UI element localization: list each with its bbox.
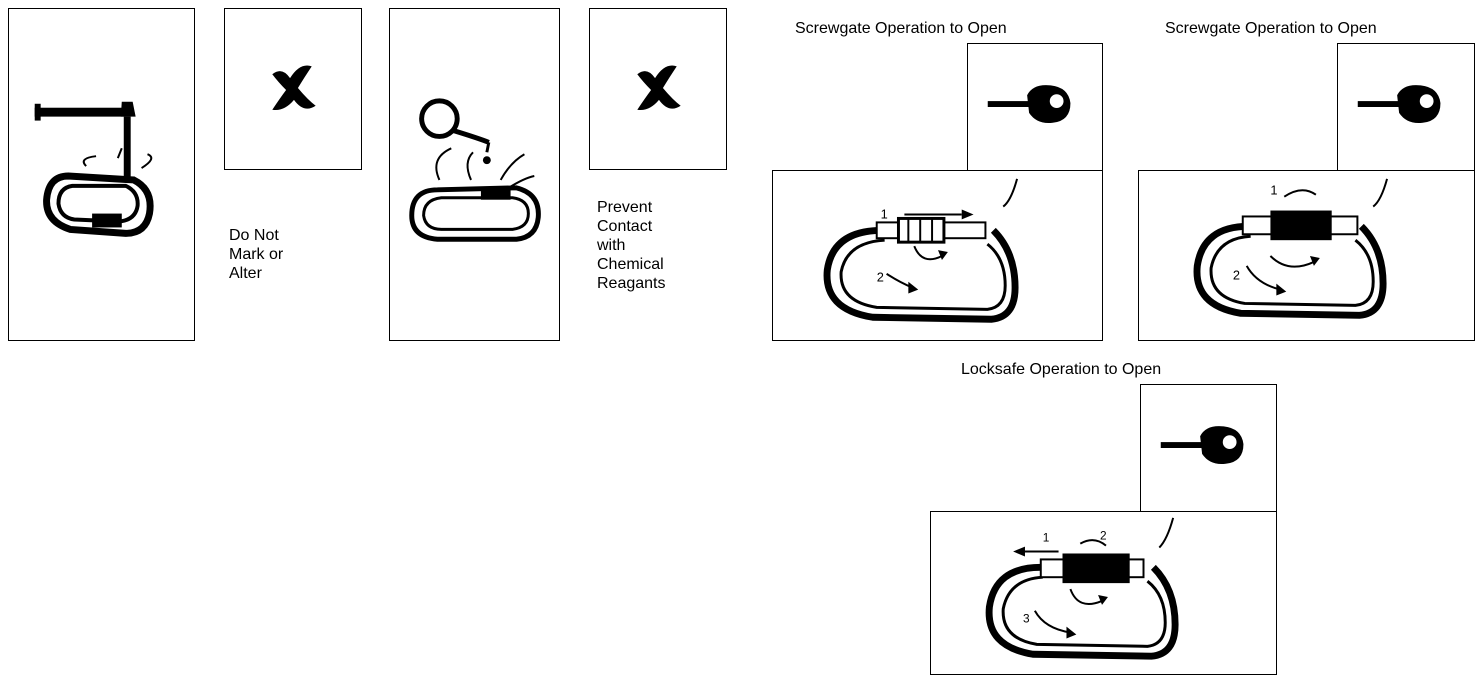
step-number: 2 <box>877 270 884 285</box>
carabiner-gate-icon: 1 2 3 <box>985 517 1179 660</box>
step-number: 3 <box>1023 612 1030 626</box>
step-number: 1 <box>1270 183 1277 198</box>
locksafe-heading: Locksafe Operation to Open <box>961 361 1162 378</box>
screwgate-2-hand-panel <box>1337 43 1475 171</box>
do-not-mark-caption: Do Not Mark or Alter <box>229 227 284 282</box>
step-number: 1 <box>881 206 888 221</box>
screwgate-1-gate-panel: 1 2 <box>772 170 1103 341</box>
carabiner-gate-icon: 1 2 <box>823 178 1019 323</box>
hand-twist-icon <box>1357 85 1441 124</box>
step-number: 1 <box>1043 531 1050 545</box>
step-number: 2 <box>1233 268 1240 283</box>
locksafe-gate-panel: 1 2 3 <box>930 511 1277 675</box>
chemical-drip-carabiner-icon <box>409 98 541 242</box>
chemical-caption: Prevent Contact with Chemical Reagants <box>597 199 666 292</box>
screwgate-2-gate-panel: 1 2 <box>1138 170 1475 341</box>
screwgate-heading-1: Screwgate Operation to Open <box>795 20 1007 37</box>
hammer-panel <box>8 8 195 341</box>
hand-twist-icon <box>987 85 1071 124</box>
screwgate-heading-2: Screwgate Operation to Open <box>1165 20 1377 37</box>
x-panel-2 <box>589 8 727 170</box>
carabiner-gate-icon: 1 2 <box>1193 178 1389 319</box>
screwgate-1-hand-panel <box>967 43 1103 171</box>
chemical-panel <box>389 8 560 341</box>
hand-twist-icon <box>1160 426 1244 465</box>
x-mark-icon <box>272 65 316 110</box>
x-panel-1 <box>224 8 362 170</box>
step-number: 2 <box>1100 529 1107 543</box>
x-mark-icon <box>637 65 681 110</box>
locksafe-hand-panel <box>1140 384 1277 512</box>
hammer-carabiner-icon <box>34 101 154 237</box>
